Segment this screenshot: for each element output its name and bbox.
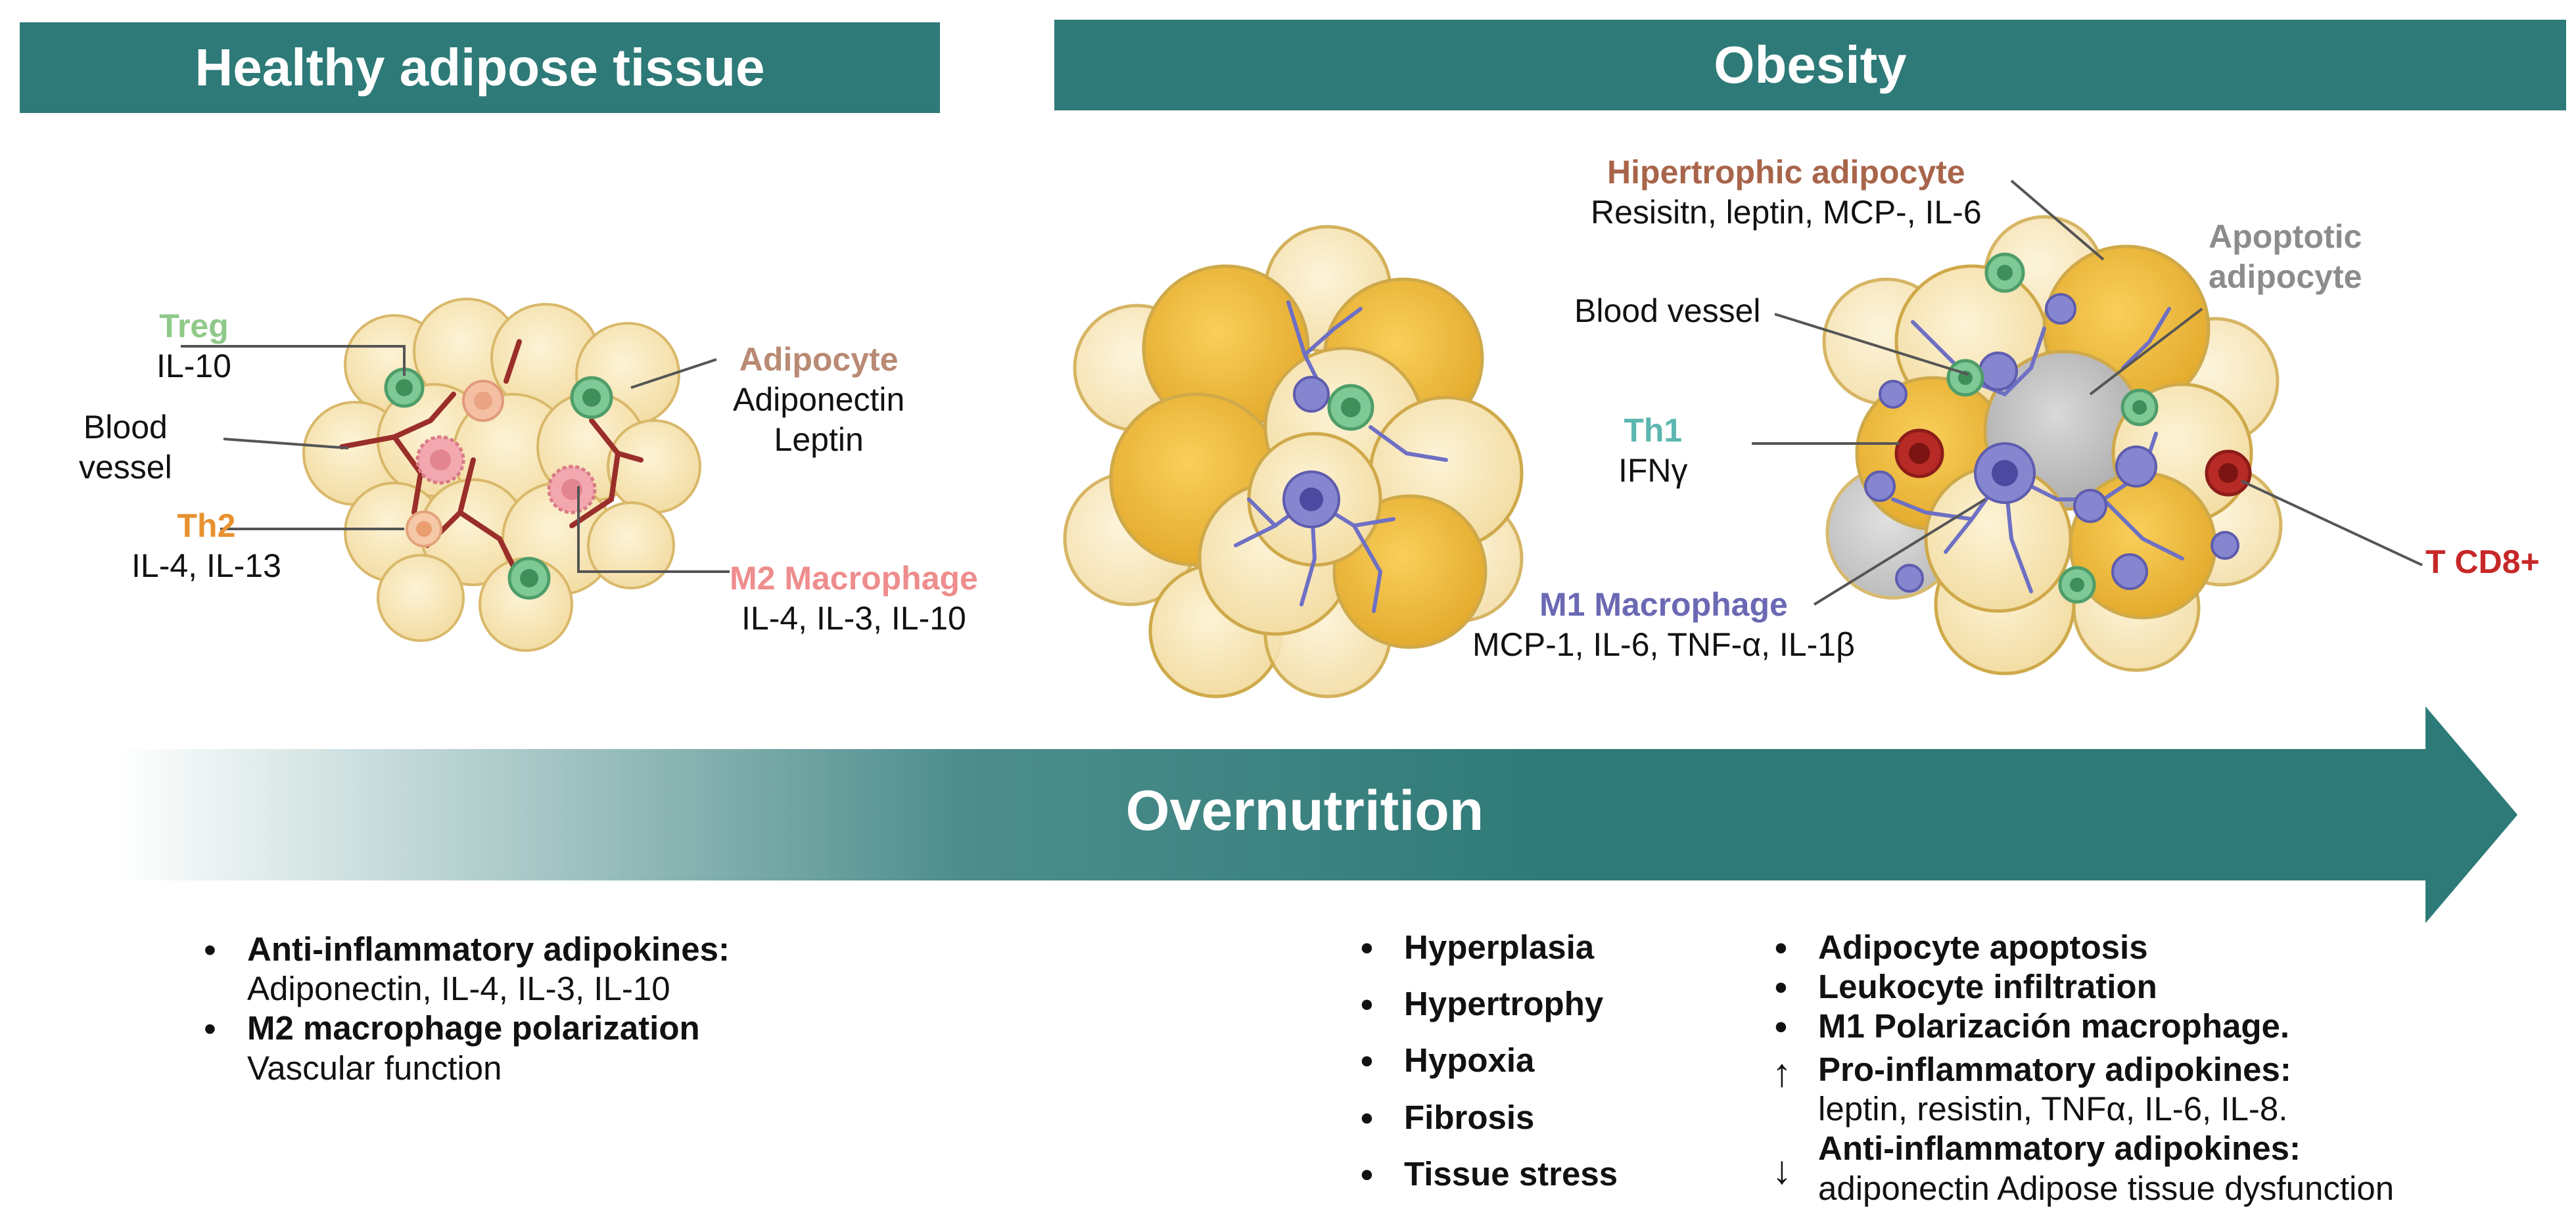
m2-name: M2 Macrophage [730, 560, 978, 597]
hypertrophic-label: Hipertrophic adipocyte Resisitn, leptin,… [1591, 152, 1982, 233]
list-item: Hypertrophy [1354, 984, 1618, 1026]
list-item-text: leptin, resistin, TNFα, IL-6, IL-8. [1818, 1090, 2288, 1128]
healthy-blood-vessel-line2: vessel [79, 449, 172, 486]
list-item-heading: Anti-inflammatory adipokines: [1818, 1129, 2301, 1168]
th2-detail: IL-4, IL-13 [131, 547, 281, 584]
obesity-banner: Obesity [1054, 20, 2566, 110]
hypertrophic-detail: Resisitn, leptin, MCP-, IL-6 [1591, 194, 1982, 231]
list-item: Tissue stress [1354, 1154, 1618, 1197]
adipocyte-detail-2: Leptin [774, 421, 864, 458]
m1-label: M1 Macrophage MCP-1, IL-6, TNF-α, IL-1β [1472, 585, 1855, 665]
obesity-adipokine-list: ↑ Pro-inflammatory adipokines: leptin, r… [1768, 1050, 2394, 1208]
healthy-tissue-cluster [302, 298, 701, 652]
healthy-blood-vessel-line1: Blood [83, 409, 168, 445]
obesity-cellular-list: Adipocyte apoptosis Leukocyte infiltrati… [1768, 928, 2289, 1049]
list-item: ↓ Anti-inflammatory adipokines: adiponec… [1768, 1129, 2394, 1208]
list-item: Leukocyte infiltration [1768, 967, 2289, 1009]
th2-name: Th2 [177, 507, 236, 544]
overnutrition-label: Overnutrition [1125, 779, 1484, 842]
decrease-arrow-icon: ↓ [1772, 1148, 1792, 1193]
m1-macrophage-right [1864, 293, 2239, 593]
obesity-blood-vessel-label: Blood vessel [1574, 292, 1761, 329]
treg-detail: IL-10 [156, 348, 231, 384]
healthy-blood-vessels [339, 339, 644, 581]
apoptotic-label: Apoptotic adipocyte [2209, 217, 2362, 297]
list-item: M1 Polarización macrophage. [1768, 1007, 2289, 1049]
list-item: ↑ Pro-inflammatory adipokines: leptin, r… [1768, 1050, 2394, 1129]
list-item: Fibrosis [1354, 1098, 1618, 1140]
healthy-blood-vessel-label: Blood vessel [79, 407, 172, 488]
list-item-text: Adiponectin, IL-4, IL-3, IL-10 [247, 970, 670, 1008]
m1-name: M1 Macrophage [1539, 586, 1788, 623]
healthy-leader-lines [181, 345, 730, 573]
obesity-cluster-left [1063, 225, 1524, 698]
list-item: Hypoxia [1354, 1041, 1618, 1083]
obesity-leader-lines [1752, 179, 2423, 606]
tcd8-label: T CD8+ [2425, 543, 2540, 580]
list-item: Adipocyte apoptosis [1768, 928, 2289, 970]
adipocyte-name: Adipocyte [739, 341, 899, 378]
obesity-changes-list: Hyperplasia Hypertrophy Hypoxia Fibrosis… [1354, 928, 1618, 1197]
list-item-heading: Anti-inflammatory adipokines: [247, 930, 730, 968]
overnutrition-arrow [118, 706, 2517, 923]
th2-label: Th2 IL-4, IL-13 [131, 506, 281, 586]
m2-detail: IL-4, IL-3, IL-10 [741, 600, 966, 637]
th1-detail: IFNγ [1618, 452, 1688, 489]
m2-label: M2 Macrophage IL-4, IL-3, IL-10 [730, 559, 978, 639]
treg-label: Treg IL-10 [156, 306, 231, 386]
hypertrophic-name: Hipertrophic adipocyte [1607, 154, 1965, 191]
list-item-heading: Pro-inflammatory adipokines: [1818, 1051, 2291, 1088]
apoptotic-line2: adipocyte [2209, 258, 2362, 295]
list-item-heading: M2 macrophage polarization [247, 1009, 700, 1047]
adipocyte-label: Adipocyte Adiponectin Leptin [733, 340, 904, 460]
apoptotic-line1: Apoptotic [2209, 218, 2362, 255]
list-item: M2 macrophage polarization Vascular func… [197, 1009, 730, 1087]
increase-arrow-icon: ↑ [1772, 1051, 1792, 1095]
th1-name: Th1 [1624, 412, 1683, 449]
m1-detail: MCP-1, IL-6, TNF-α, IL-1β [1472, 626, 1855, 663]
list-item-text: adiponectin Adipose tissue dysfunction [1818, 1169, 2395, 1207]
list-item: Hyperplasia [1354, 928, 1618, 970]
th1-label: Th1 IFNγ [1618, 411, 1688, 491]
healthy-banner: Healthy adipose tissue [20, 22, 940, 113]
treg-name: Treg [159, 308, 229, 344]
list-item-text: Vascular function [247, 1049, 502, 1087]
list-item: Anti-inflammatory adipokines: Adiponecti… [197, 930, 730, 1009]
healthy-effects-list: Anti-inflammatory adipokines: Adiponecti… [197, 930, 730, 1088]
adipocyte-detail-1: Adiponectin [733, 381, 905, 418]
